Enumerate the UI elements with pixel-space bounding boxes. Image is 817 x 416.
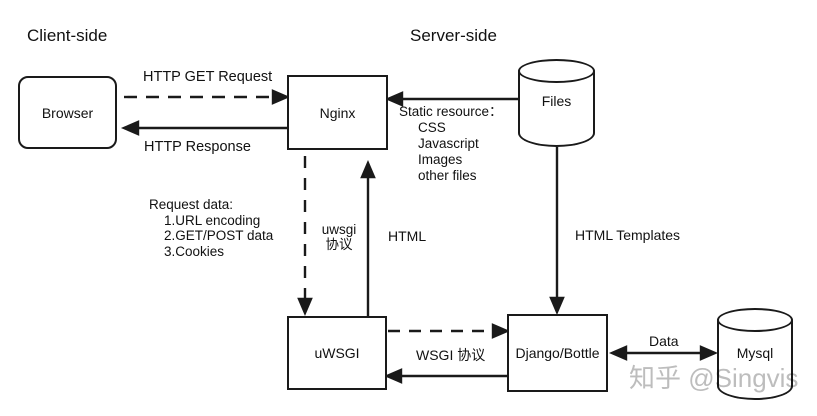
arrow-uwsgi-protocol <box>297 156 313 317</box>
static-resource-label: Static resource： CSS Javascript Images o… <box>399 104 503 184</box>
arrow-http-get-request <box>124 89 291 105</box>
request-data-title: Request data: <box>149 197 234 212</box>
arrow-wsgi-protocol <box>388 323 511 339</box>
http-get-request-label: HTTP GET Request <box>143 69 273 85</box>
mysql-node-label: Mysql <box>736 345 774 361</box>
files-cylinder-body <box>518 71 595 147</box>
wsgi-protocol-label: WSGI 协议 <box>416 347 486 363</box>
uwsgi-protocol-label: uwsgi 协议 <box>315 222 363 252</box>
data-label: Data <box>649 333 679 349</box>
request-data-item: 3.Cookies <box>164 243 225 259</box>
static-resource-item: CSS <box>418 120 446 135</box>
server-side-title: Server-side <box>410 26 497 45</box>
client-side-title: Client-side <box>27 26 108 45</box>
django-node: Django/Bottle <box>507 314 608 392</box>
html-label: HTML <box>388 228 427 244</box>
uwsgi-node-label: uWSGI <box>314 345 360 361</box>
html-templates-label: HTML Templates <box>575 227 681 243</box>
files-node-label: Files <box>541 93 572 109</box>
mysql-cylinder-body <box>717 320 793 400</box>
nginx-node-label: Nginx <box>319 104 356 121</box>
uwsgi-protocol-line1: uwsgi <box>321 222 357 237</box>
static-resource-item: other files <box>418 168 477 183</box>
uwsgi-node: uWSGI <box>287 316 387 390</box>
browser-node: Browser <box>18 76 117 149</box>
request-data-item: 1.URL encoding <box>164 212 261 228</box>
arrow-static-resource <box>384 91 518 107</box>
files-cylinder-top <box>518 59 595 83</box>
nginx-node: Nginx <box>287 75 388 150</box>
static-resource-item: Images <box>418 152 463 167</box>
request-data-item: 2.GET/POST data <box>164 228 274 243</box>
http-response-label: HTTP Response <box>144 139 251 155</box>
browser-node-label: Browser <box>41 104 94 121</box>
django-node-label: Django/Bottle <box>515 345 600 361</box>
arrow-data <box>608 345 719 361</box>
static-resource-item: Javascript <box>418 136 479 151</box>
static-resource-title: Static resource： <box>399 104 503 119</box>
mysql-cylinder-top <box>717 308 793 332</box>
zhihu-watermark: 知乎 @Singvis <box>629 363 799 393</box>
uwsgi-protocol-line2: 协议 <box>325 237 353 252</box>
request-data-label: Request data: 1.URL encoding 2.GET/POST … <box>149 197 273 259</box>
arrow-http-response <box>120 120 287 136</box>
arrow-html-templates <box>549 147 565 316</box>
arrow-html <box>360 159 376 316</box>
files-node: Files <box>518 59 595 147</box>
mysql-node: Mysql <box>717 308 793 400</box>
